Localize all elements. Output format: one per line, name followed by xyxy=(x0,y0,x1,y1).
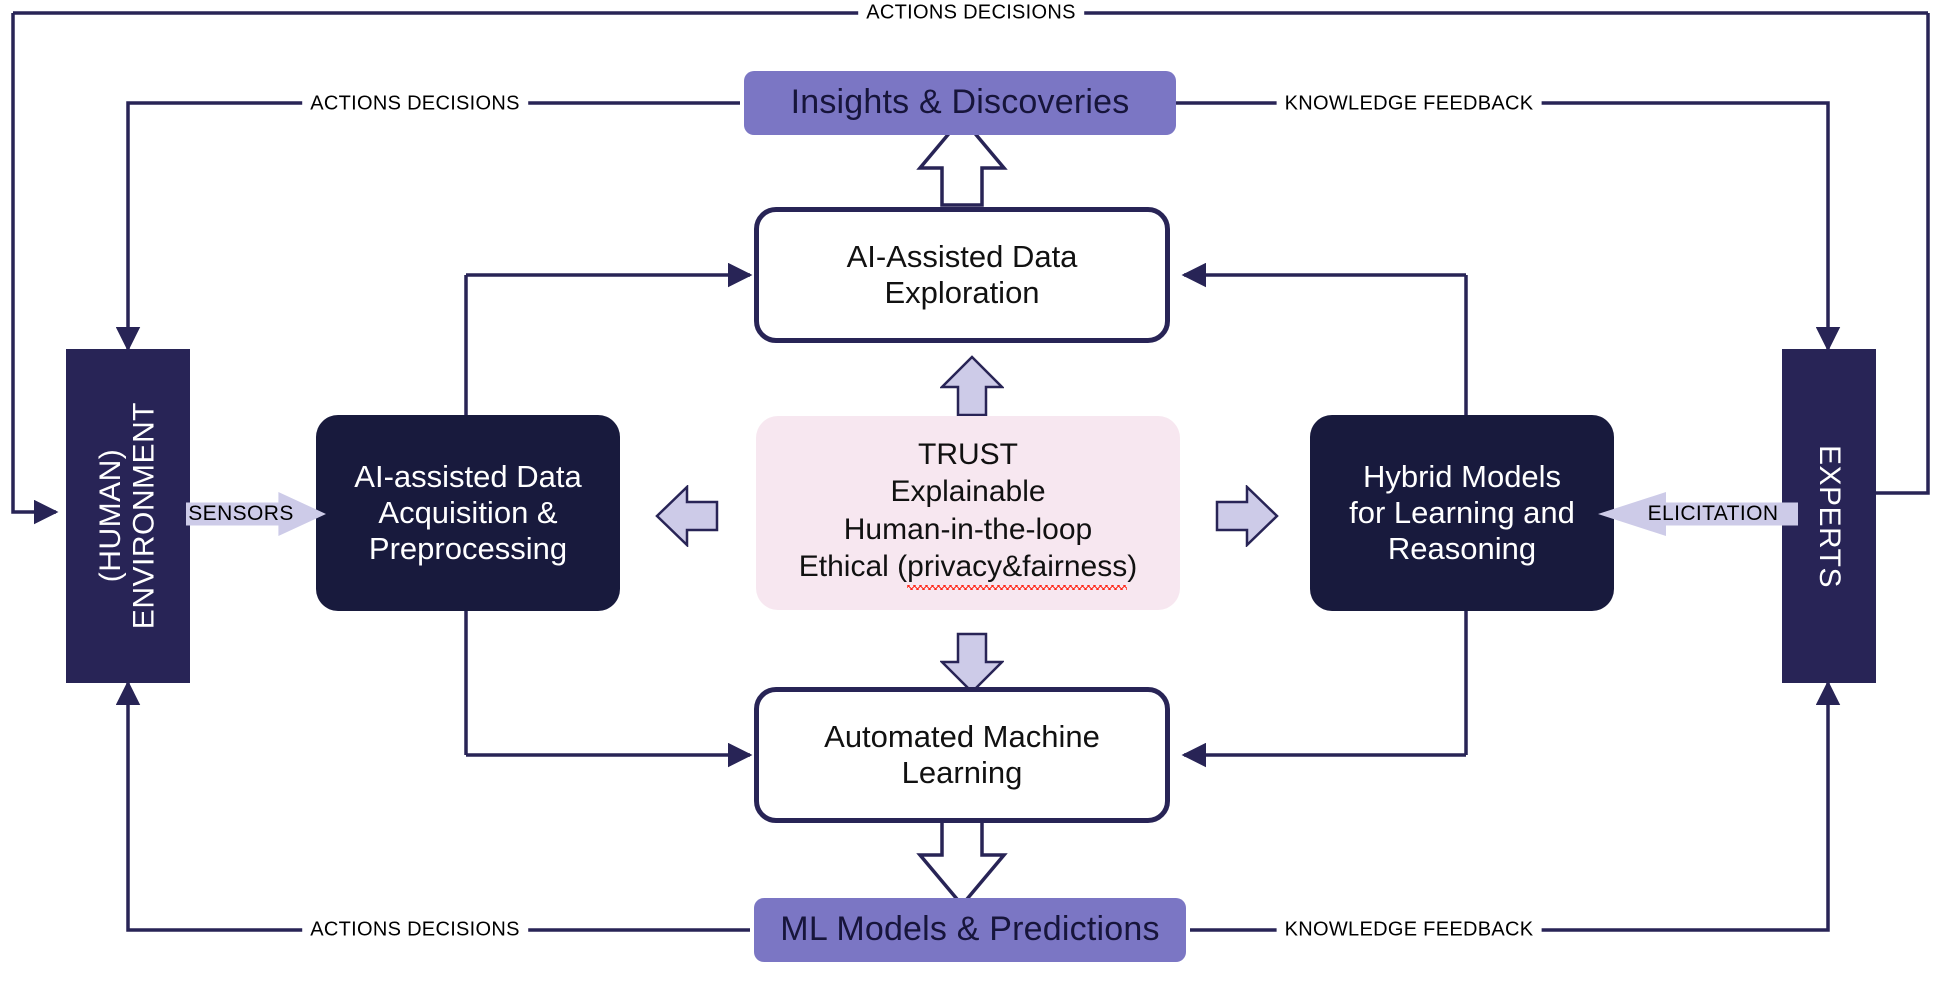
hybrid-line-1: Hybrid Models xyxy=(1362,459,1562,495)
trust-line-4-prefix: Ethical ( xyxy=(798,549,908,583)
trust-line-4: Ethical (privacy&fairness) xyxy=(798,547,1138,590)
trust-to-acquisition-arrow xyxy=(655,485,719,547)
elicitation-label: ELICITATION xyxy=(1647,502,1779,525)
label-actions-decisions-top: ACTIONS DECISIONS xyxy=(858,1,1084,25)
trust-line-2: Explainable xyxy=(890,475,1046,509)
trust-to-hybrid-arrow xyxy=(1215,485,1279,547)
trust-to-automl-arrow xyxy=(940,632,1004,694)
hybrid-line-2: for Learning and xyxy=(1349,495,1575,531)
automl-line-1: Automated Machine xyxy=(824,719,1100,755)
trust-panel[interactable]: TRUST Explainable Human-in-the-loop Ethi… xyxy=(756,416,1180,610)
wire-mlmodels-to-environment xyxy=(115,680,750,932)
wire-top-to-environment xyxy=(11,13,59,525)
experts-label: EXPERTS xyxy=(1812,444,1846,588)
hollow-arrow-down-to-ml-models xyxy=(916,816,1008,908)
hybrid-line-3: Reasoning xyxy=(1387,530,1537,566)
environment-label: (HUMAN) ENVIRONMENT xyxy=(94,402,161,630)
elicitation-block-arrow[interactable]: ELICITATION xyxy=(1598,492,1798,536)
automated-machine-learning-box[interactable]: Automated Machine Learning xyxy=(754,687,1170,823)
wire-insights-to-experts xyxy=(1172,101,1841,352)
sensors-block-arrow[interactable]: SENSORS xyxy=(186,492,326,536)
ai-assisted-data-acquisition-box[interactable]: AI-assisted Data Acquisition & Preproces… xyxy=(316,415,620,611)
ml-models-label: ML Models & Predictions xyxy=(780,910,1160,949)
ml-models-and-predictions-bar[interactable]: ML Models & Predictions xyxy=(754,898,1186,962)
automl-line-2: Learning xyxy=(901,755,1023,790)
label-actions-decisions-upper-left: ACTIONS DECISIONS xyxy=(302,92,528,116)
insights-label: Insights & Discoveries xyxy=(790,83,1130,122)
insights-and-discoveries-bar[interactable]: Insights & Discoveries xyxy=(744,71,1176,135)
acquisition-line-2: Acquisition & xyxy=(378,495,558,531)
label-knowledge-feedback-upper-right: KNOWLEDGE FEEDBACK xyxy=(1276,92,1542,116)
ai-assisted-data-exploration-box[interactable]: AI-Assisted Data Exploration xyxy=(754,207,1170,343)
trust-line-1: TRUST xyxy=(918,438,1018,472)
sensors-label: SENSORS xyxy=(188,502,294,525)
label-knowledge-feedback-bottom-right: KNOWLEDGE FEEDBACK xyxy=(1276,918,1542,942)
acquisition-line-3: Preprocessing xyxy=(368,530,568,566)
label-actions-decisions-bottom-left: ACTIONS DECISIONS xyxy=(302,918,528,942)
wire-mlmodels-to-experts xyxy=(1190,680,1841,932)
trust-line-4-suffix: ) xyxy=(1127,549,1138,583)
trust-line-4-misspelled: privacy&fairness xyxy=(907,547,1128,590)
exploration-line-1: AI-Assisted Data xyxy=(846,239,1078,275)
trust-to-exploration-arrow xyxy=(940,355,1004,417)
hybrid-models-box[interactable]: Hybrid Models for Learning and Reasoning xyxy=(1310,415,1614,611)
exploration-line-2: Exploration xyxy=(884,275,1040,310)
trust-line-3: Human-in-the-loop xyxy=(843,512,1093,546)
environment-pillar[interactable]: (HUMAN) ENVIRONMENT xyxy=(66,349,190,683)
wire-insights-to-environment xyxy=(115,101,740,352)
acquisition-line-1: AI-assisted Data xyxy=(354,459,582,495)
